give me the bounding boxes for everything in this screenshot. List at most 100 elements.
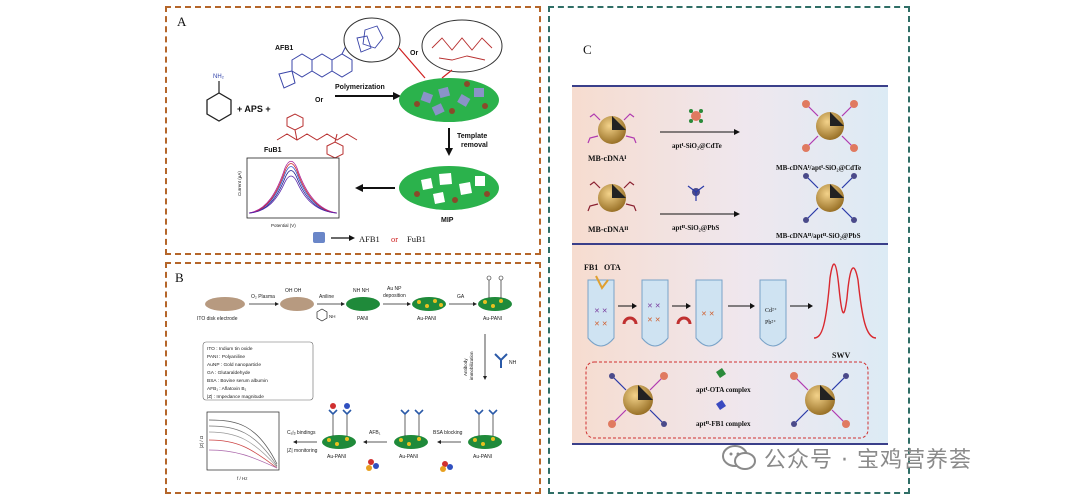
au-pani-label-4: Au-PANI: [399, 454, 418, 460]
template-bubble-right: [421, 19, 503, 73]
panel-c-diagram: MB-cDNAᴵ aptᴵ-SiO₂@CdTe MB-cDNAᴵ/aptᴵ-Si…: [572, 85, 888, 445]
voltammogram-xlabel: Potential (V): [271, 223, 296, 228]
panel-b-diagram: ITO disk electrode O₂ Plasma OH OH Anili…: [197, 275, 517, 481]
mb-cdna1-label: MB-cDNAᴵ: [588, 154, 626, 163]
apt1-sio2-cdte-particle: [689, 109, 703, 123]
afb1-structure: [278, 43, 353, 89]
result2-label: MB-cDNAᴵᴵ/aptᴵᴵ-SiO₂@PbS: [776, 232, 861, 240]
voltammogram-plot: Potential (V) Current (µA): [237, 157, 340, 228]
template-bubble-left: [343, 17, 401, 63]
afb-label: AFB₁: [369, 430, 381, 436]
mip-label: MIP: [441, 217, 454, 224]
nh-label-2: NH: [509, 360, 517, 366]
cd-label: Cd²⁺: [765, 307, 777, 314]
oh-label: OH OH: [285, 288, 302, 294]
panel-c-label: C: [583, 42, 592, 57]
ota-label: OTA: [604, 263, 621, 272]
apt2-label: aptᴵᴵ-SiO₂@PbS: [672, 224, 719, 232]
au-pani-electrode-3: [322, 403, 356, 449]
fub1-structure: [276, 113, 358, 159]
swv-curve: [813, 263, 877, 339]
svg-text:✕ ✕: ✕ ✕: [647, 317, 661, 324]
legend-afb1: AFB1: [359, 234, 380, 244]
o2-plasma-label: O₂ Plasma: [251, 294, 275, 300]
legend-line-6: AFB₁ : Aflatoxin B₁: [207, 386, 247, 392]
aps-label: + APS +: [237, 104, 271, 114]
legend-line-7: |Z| : Impedance magnitude: [207, 394, 264, 400]
complex2-label: aptᴵᴵ-FB1 complex: [696, 420, 751, 428]
result1-particle: [802, 100, 858, 152]
polymerization-label: Polymerization: [335, 84, 385, 91]
tube-3: ✕ ✕: [695, 279, 723, 347]
mb-cdna2-label: MB-cDNAᴵᴵ: [588, 225, 628, 234]
apt2-sio2-pbs-particle: [687, 185, 705, 201]
pb-label: Pb²⁺: [765, 319, 776, 326]
legend-line-2: PANI : Polyaniline: [207, 354, 245, 360]
ga-label: GA: [457, 294, 465, 300]
mb-cdna1-particle: [587, 113, 637, 144]
au-pani-label-5: Au-PANI: [473, 454, 492, 460]
svg-text:✕ ✕: ✕ ✕: [594, 321, 608, 328]
aniline-structure: NH₂: [206, 74, 232, 122]
legend-or: or: [391, 234, 398, 244]
panel-a-legend: AFB1 or FuB1: [313, 232, 426, 244]
panel-b-legend: ITO : Indium tin oxide PANI : Polyanilin…: [202, 341, 314, 401]
complex-particle-right: [790, 372, 850, 428]
au-pani-label-2: Au-PANI: [483, 316, 502, 322]
legend-line-3: AuNP : Gold nanoparticle: [207, 362, 261, 368]
nh2-label: NH₂: [213, 74, 225, 80]
mb-cdna2-particle: [587, 181, 637, 212]
watermark-text: 公众号 · 宝鸡营养荟: [764, 448, 972, 473]
wechat-icon: [722, 445, 756, 470]
au-np-label-2: deposition: [383, 293, 406, 299]
panel-b-label: B: [175, 270, 184, 285]
legend-fub1: FuB1: [407, 234, 426, 244]
legend-line-1: ITO : Indium tin oxide: [207, 346, 253, 352]
panel-b: B ITO disk electrode O₂ Plasma OH OH Ani…: [165, 262, 541, 494]
antibody-label-1: Antibody: [463, 358, 468, 376]
result2-particle: [803, 173, 857, 223]
apt1-label: aptᴵ-SiO₂@CdTe: [672, 142, 722, 150]
fb1-label: FB1: [584, 263, 598, 272]
antibody-icon: NH: [494, 353, 517, 368]
voltammogram-ylabel: Current (µA): [237, 171, 242, 196]
au-pani-electrode-5: [468, 409, 502, 449]
fub1-label: FuB1: [264, 147, 282, 154]
afb1-label: AFB1: [275, 45, 293, 52]
panel-a-label: A: [177, 14, 187, 29]
mip-disk: [399, 166, 499, 210]
au-pani-electrode-2: [478, 275, 512, 311]
ito-label: ITO disk electrode: [197, 316, 238, 322]
template-removal-label-1: Template: [457, 133, 487, 140]
tube-1: ✕ ✕ ✕ ✕: [587, 275, 615, 347]
polymer-disk: [399, 78, 499, 122]
pani-electrode: [346, 297, 380, 311]
panel-c: C MB-cDNAᴵ: [548, 6, 910, 494]
or-label-1: Or: [315, 97, 323, 104]
legend-line-4: GA : Glutaraldehyde: [207, 370, 251, 376]
tube-2: ✕ ✕ ✕ ✕: [641, 279, 669, 347]
au-pani-label-1: Au-PANI: [417, 316, 436, 322]
nh-label-1: NH: [329, 314, 336, 319]
complex-particle-left: [608, 372, 668, 428]
tube-4: Cd²⁺ Pb²⁺: [759, 279, 787, 347]
pani-label: PANI: [357, 316, 368, 322]
complex1-label: aptᴵ-OTA complex: [696, 386, 751, 394]
watermark: 公众号 · 宝鸡营养荟: [722, 440, 1052, 476]
aniline-label: Aniline: [319, 294, 334, 300]
complex-box: [585, 361, 869, 439]
impedance-ylabel: |Z| / Ω: [199, 435, 204, 448]
fb1-complex-icon: [716, 400, 726, 410]
magnet-icon-2: [676, 316, 692, 325]
panel-a: A NH₂ + APS + AFB1 Or FuB1: [165, 6, 541, 255]
bsa-blocking-label: BSA blocking: [433, 430, 463, 436]
svg-text:✕ ✕: ✕ ✕: [594, 308, 608, 315]
svg-text:✕ ✕: ✕ ✕: [701, 311, 715, 318]
au-np-label-1: Au NP: [387, 286, 402, 292]
ito-electrode: [205, 297, 245, 311]
magnet-icon-1: [622, 316, 638, 325]
template-removal-label-2: removal: [461, 142, 488, 149]
or-label-2: Or: [410, 50, 418, 57]
ota-complex-icon: [716, 368, 726, 378]
nh-nh-label: NH NH: [353, 288, 369, 294]
